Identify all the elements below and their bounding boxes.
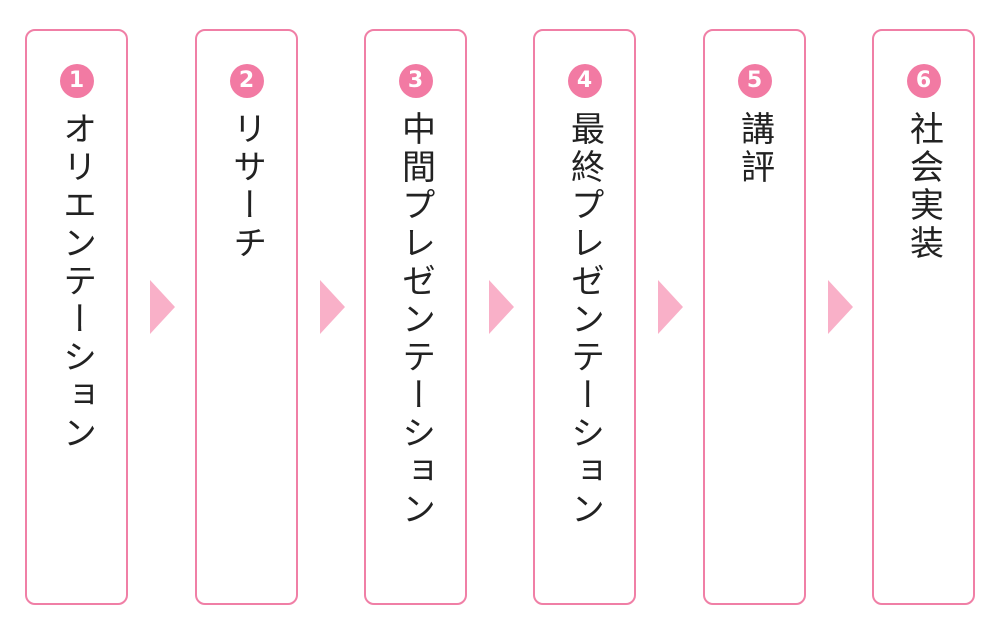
- step-label: リサーチ: [226, 111, 267, 263]
- step-card-6: 6 社会実装: [872, 29, 975, 605]
- arrow-right-icon: [489, 280, 514, 334]
- step-card-2: 2 リサーチ: [195, 29, 298, 605]
- step-card-1: 1 オリエンテーション: [25, 29, 128, 605]
- step-label: 中間プレゼンテーション: [395, 111, 436, 529]
- arrow-right-icon: [828, 280, 853, 334]
- step-number-badge: 6: [906, 64, 941, 98]
- step-label: オリエンテーション: [56, 111, 97, 453]
- step-number-badge: 2: [229, 64, 264, 98]
- step-number-badge: 4: [567, 64, 602, 98]
- step-card-4: 4 最終プレゼンテーション: [533, 29, 636, 605]
- arrow-right-icon: [658, 280, 683, 334]
- step-card-5: 5 講評: [703, 29, 806, 605]
- arrow-right-icon: [320, 280, 345, 334]
- step-card-3: 3 中間プレゼンテーション: [364, 29, 467, 605]
- step-number-badge: 3: [398, 64, 433, 98]
- step-label: 最終プレゼンテーション: [564, 111, 605, 529]
- step-label: 社会実装: [903, 111, 944, 263]
- arrow-right-icon: [150, 280, 175, 334]
- step-label: 講評: [734, 111, 775, 187]
- step-number-badge: 1: [59, 64, 94, 98]
- step-number-badge: 5: [737, 64, 772, 98]
